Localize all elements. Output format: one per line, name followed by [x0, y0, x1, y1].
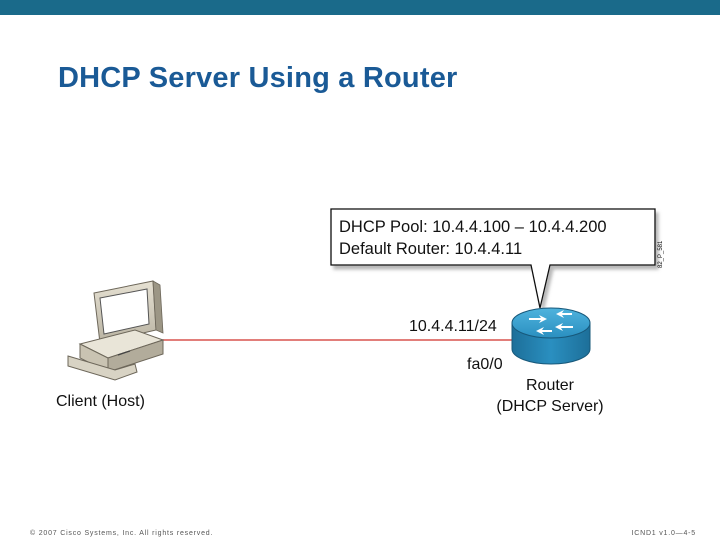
figure-code: 82_P_581 [658, 240, 664, 268]
copyright-footer: © 2007 Cisco Systems, Inc. All rights re… [30, 530, 213, 537]
computer-icon [68, 281, 163, 380]
router-icon [512, 308, 590, 364]
interface-label: fa0/0 [467, 356, 503, 373]
default-router-text: Default Router: 10.4.4.11 [339, 240, 522, 258]
slide-number-footer: ICND1 v1.0—4-5 [632, 530, 697, 537]
router-label: Router [526, 377, 575, 394]
client-label: Client (Host) [56, 393, 145, 410]
ip-address-label: 10.4.4.11/24 [409, 318, 497, 335]
router-role-label: (DHCP Server) [496, 398, 603, 415]
dhcp-pool-text: DHCP Pool: 10.4.4.100 – 10.4.4.200 [339, 218, 607, 236]
